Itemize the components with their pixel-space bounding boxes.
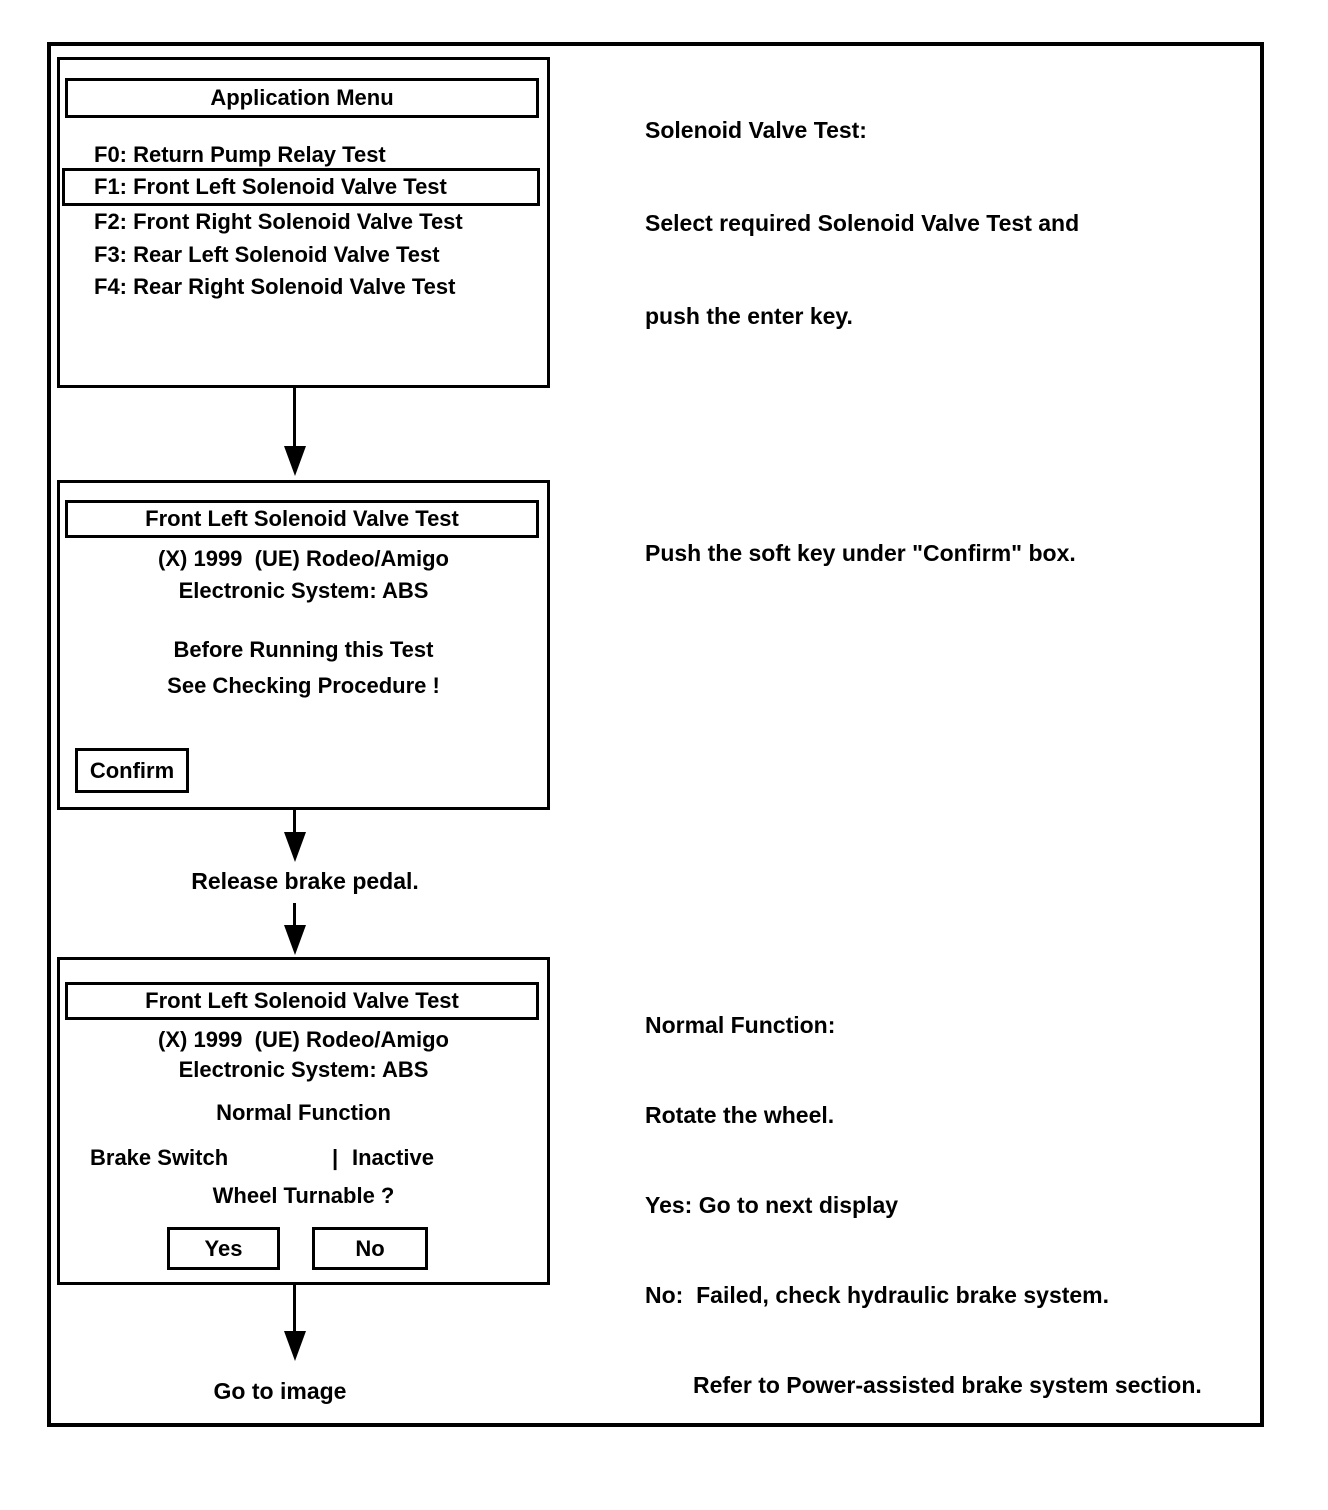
annotation-line: Rotate the wheel.: [645, 1102, 835, 1128]
annotation-line: Solenoid Valve Test:: [645, 117, 867, 143]
vehicle-line: (X) 1999 (UE) Rodeo/Amigo: [158, 546, 449, 571]
parameter-label: Brake Switch: [90, 1145, 229, 1170]
flow-connector-line: [293, 903, 296, 925]
yes-button-label: Yes: [204, 1235, 243, 1261]
flow-connector-line: [293, 810, 296, 832]
annotation-line: Push the soft key under "Confirm" box.: [645, 540, 1076, 566]
screen-normal-function: Front Left Solenoid Valve Test (X) 1999 …: [57, 957, 550, 1285]
parameter-value: Inactive: [352, 1145, 434, 1170]
no-button[interactable]: No: [312, 1227, 428, 1270]
down-arrow-icon: [284, 1331, 306, 1361]
screen-application-menu: Application Menu F0: Return Pump Relay T…: [57, 57, 550, 388]
menu-item-f1-selected[interactable]: F1: Front Left Solenoid Valve Test: [94, 174, 447, 199]
down-arrow-icon: [284, 446, 306, 476]
annotation-line: Select required Solenoid Valve Test and: [645, 210, 1080, 236]
menu-item-f2[interactable]: F2: Front Right Solenoid Valve Test: [94, 209, 463, 234]
test-title: Front Left Solenoid Valve Test: [145, 506, 459, 531]
flow-connector-line: [293, 388, 296, 446]
warning-line-1: Before Running this Test: [173, 637, 434, 662]
annotation-step2: Push the soft key under "Confirm" box.: [645, 476, 1076, 631]
flowchart-frame: Application Menu F0: Return Pump Relay T…: [47, 42, 1264, 1427]
system-line: Electronic System: ABS: [178, 1057, 429, 1082]
menu-item-f4[interactable]: F4: Rear Right Solenoid Valve Test: [94, 274, 456, 299]
test-title: Front Left Solenoid Valve Test: [145, 988, 459, 1013]
annotation-line: Yes: Go to next display: [645, 1192, 899, 1218]
annotation-step3: Normal Function: Rotate the wheel. Yes: …: [645, 950, 1202, 1460]
go-to-image-label: Go to image: [213, 1378, 347, 1404]
confirm-softkey-button[interactable]: Confirm: [75, 748, 189, 793]
parameter-row: Brake Switch | Inactive: [60, 1142, 547, 1174]
application-menu-title: Application Menu: [210, 85, 394, 110]
annotation-line: push the enter key.: [645, 303, 853, 329]
screen-confirm-test: Front Left Solenoid Valve Test (X) 1999 …: [57, 480, 550, 810]
test-title-box: Front Left Solenoid Valve Test: [65, 982, 539, 1020]
annotation-line: Refer to Power-assisted brake system sec…: [693, 1372, 1202, 1398]
no-button-label: No: [355, 1235, 385, 1261]
yes-button[interactable]: Yes: [167, 1227, 280, 1270]
down-arrow-icon: [284, 832, 306, 862]
annotation-step1: Solenoid Valve Test: Select required Sol…: [645, 53, 1079, 394]
selection-highlight: [62, 168, 540, 206]
annotation-line: No: Failed, check hydraulic brake system…: [645, 1282, 1110, 1308]
annotation-line: Normal Function:: [645, 1012, 836, 1038]
down-arrow-icon: [284, 925, 306, 955]
system-line: Electronic System: ABS: [178, 578, 429, 603]
test-title-box: Front Left Solenoid Valve Test: [65, 500, 539, 538]
menu-item-f3[interactable]: F3: Rear Left Solenoid Valve Test: [94, 242, 440, 267]
confirm-softkey-label: Confirm: [89, 757, 175, 783]
warning-line-2: See Checking Procedure !: [167, 673, 440, 698]
question-line: Wheel Turnable ?: [212, 1183, 395, 1208]
vehicle-line: (X) 1999 (UE) Rodeo/Amigo: [158, 1027, 449, 1052]
release-brake-pedal-label: Release brake pedal.: [191, 868, 419, 894]
parameter-separator: |: [332, 1145, 339, 1170]
status-line: Normal Function: [216, 1100, 391, 1125]
application-menu-title-box: Application Menu: [65, 78, 539, 118]
menu-item-f0[interactable]: F0: Return Pump Relay Test: [94, 142, 386, 167]
flow-connector-line: [293, 1285, 296, 1331]
